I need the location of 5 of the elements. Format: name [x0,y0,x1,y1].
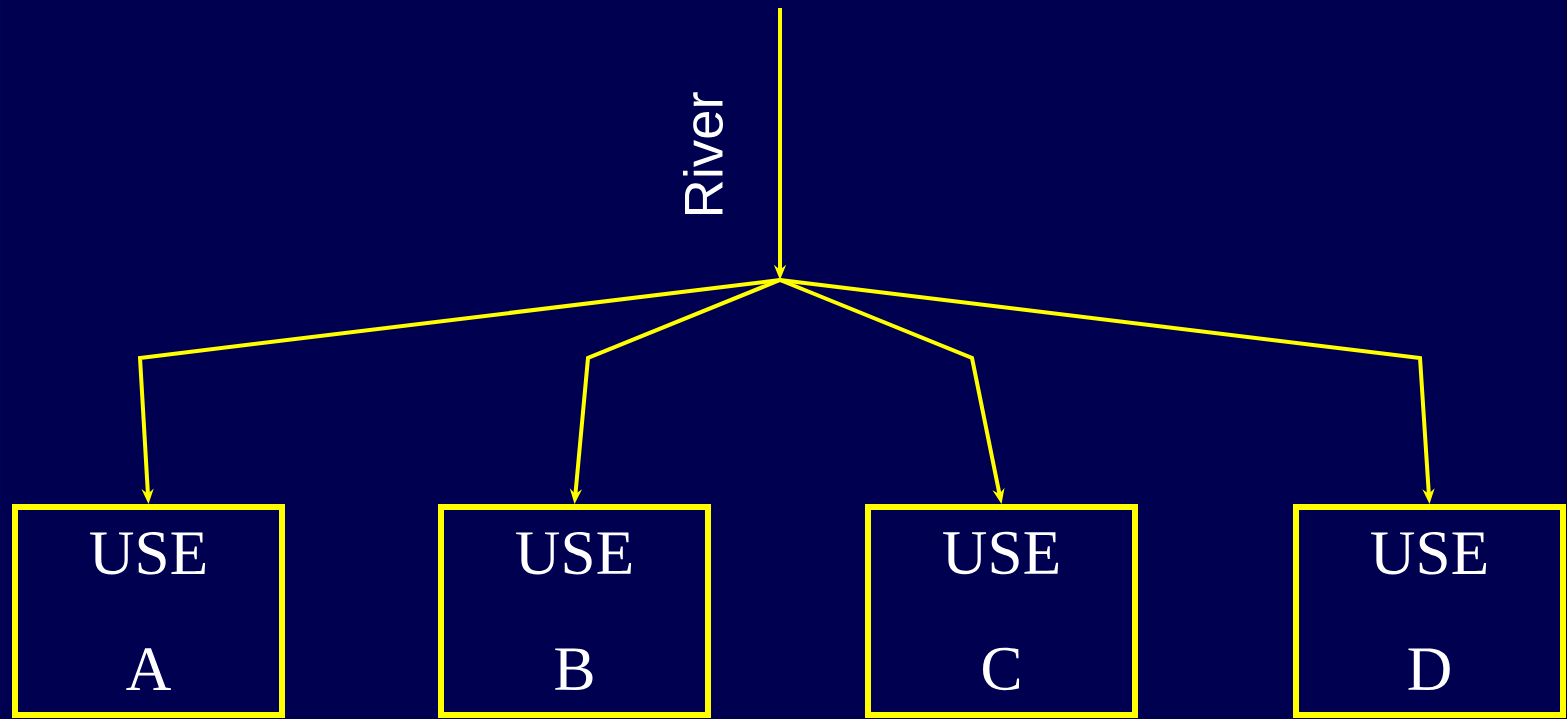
process-box: USE C [865,504,1138,718]
edge-label: River [683,92,723,215]
process-box: USE D [1293,504,1566,718]
process-box: USE B [438,504,711,718]
process-box: USE A [12,504,285,718]
